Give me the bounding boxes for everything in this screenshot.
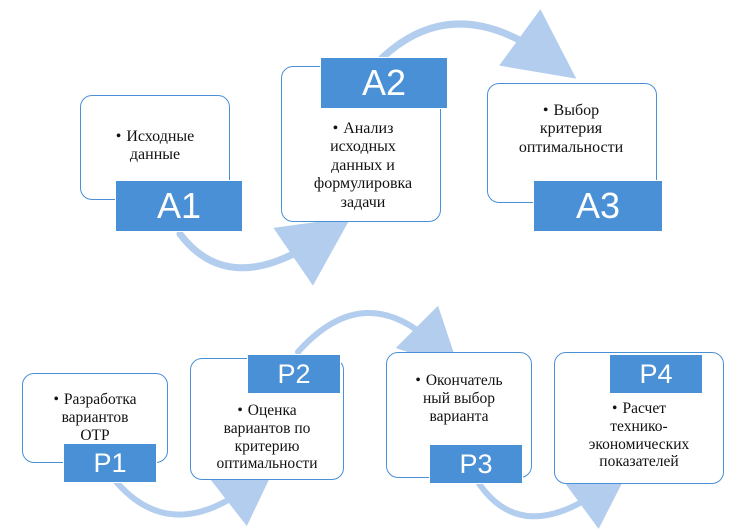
arrow-a2-a3 bbox=[378, 9, 577, 79]
text-line: задачи bbox=[340, 193, 386, 211]
text-line: вариантов по bbox=[223, 419, 311, 437]
bullet-a3: •Выбор критерия оптимальности bbox=[496, 102, 646, 157]
text-line: Разработка bbox=[63, 391, 137, 408]
label-p3: P3 bbox=[429, 444, 523, 484]
text-line: показателей bbox=[599, 453, 679, 471]
label-a2: A2 bbox=[320, 57, 448, 109]
bullet-dot: • bbox=[415, 372, 421, 389]
bullet-dot: • bbox=[53, 391, 59, 408]
text-line: вариантов bbox=[61, 408, 129, 426]
bullet-dot: • bbox=[542, 102, 549, 119]
text-line: формулировка bbox=[313, 175, 413, 193]
text-line: Оценка bbox=[247, 402, 297, 419]
bullet-p1: •Разработка вариантов ОТР bbox=[30, 391, 160, 444]
text-line: данные bbox=[129, 146, 181, 164]
text-line: Выбор bbox=[553, 102, 600, 119]
label-p1: P1 bbox=[63, 443, 157, 483]
arrow-a1-a2 bbox=[176, 217, 351, 286]
text-line: Окончатель bbox=[425, 372, 503, 389]
text-line: критерия bbox=[539, 120, 603, 138]
text-line: ОТР bbox=[80, 426, 110, 444]
bullet-dot: • bbox=[612, 400, 618, 417]
text-line: ный выбор bbox=[423, 389, 495, 407]
text-line: критерию bbox=[234, 437, 300, 455]
text-line: варианта bbox=[429, 407, 489, 425]
label-p4: P4 bbox=[609, 354, 703, 394]
label-p2: P2 bbox=[247, 354, 341, 394]
arrow-p1-p2 bbox=[110, 465, 276, 527]
bullet-p2: •Оценка вариантов по критерию оптимально… bbox=[196, 402, 338, 473]
bullet-dot: • bbox=[237, 402, 243, 419]
bullet-a1: •Исходные данные bbox=[92, 128, 218, 165]
text-line: Анализ bbox=[343, 120, 394, 137]
text-line: технико- bbox=[610, 417, 668, 435]
bullet-p3: •Окончатель ный выбор варианта bbox=[392, 372, 526, 425]
bullet-dot: • bbox=[115, 128, 122, 145]
label-a1: A1 bbox=[115, 180, 243, 232]
bullet-dot: • bbox=[332, 120, 339, 137]
arrow-p2-p3 bbox=[295, 305, 460, 370]
text-line: исходных bbox=[330, 138, 396, 156]
text-line: данных и bbox=[331, 156, 395, 174]
text-line: Расчет bbox=[622, 400, 666, 417]
text-line: экономических bbox=[588, 435, 690, 453]
bullet-a2: •Анализ исходных данных и формулировка з… bbox=[290, 120, 436, 212]
text-line: Исходные bbox=[126, 128, 195, 145]
text-line: оптимальности bbox=[216, 455, 318, 473]
arrow-p3-p4 bbox=[475, 469, 630, 529]
label-a3: A3 bbox=[533, 180, 663, 232]
bullet-p4: •Расчет технико- экономических показател… bbox=[562, 400, 716, 471]
text-line: оптимальности bbox=[518, 138, 624, 156]
